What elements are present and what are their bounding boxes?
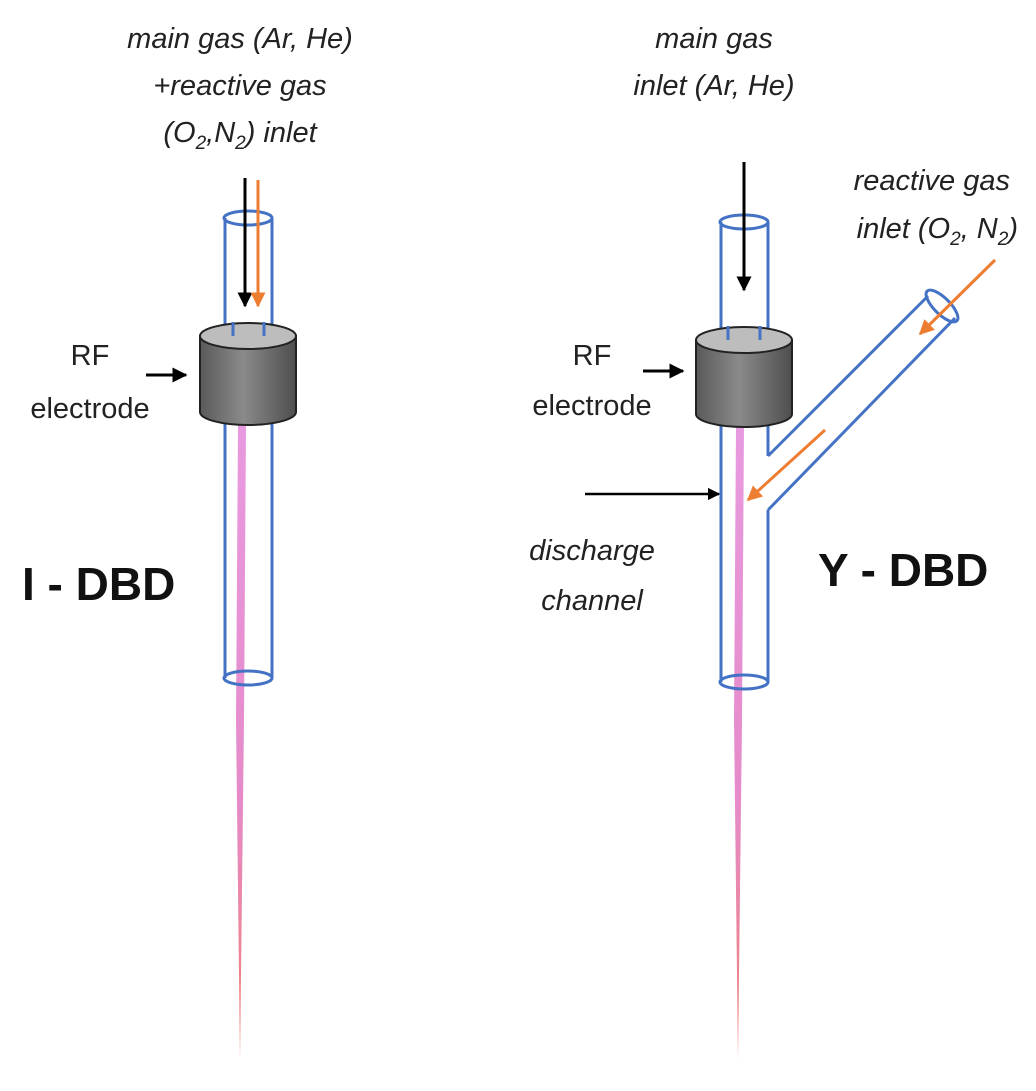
lower-tube-left <box>222 420 274 687</box>
right-rf-label-line1: RF <box>573 340 612 372</box>
left-inlet-label-line3: (O2,N2) inlet <box>163 117 318 154</box>
reactive-gas-arrow-inlet <box>918 258 997 336</box>
right-rf-label-line2: electrode <box>532 390 651 422</box>
left-inlet-label-line2: +reactive gas <box>153 70 326 102</box>
rf-electrode-right <box>695 326 793 428</box>
y-dbd-device <box>585 162 997 1060</box>
lower-tube-right <box>718 420 770 691</box>
right-reactive-inlet-line2: inlet (O2, N2) <box>857 213 1018 250</box>
rf-electrode-left <box>199 322 297 426</box>
right-main-inlet-line1: main gas <box>655 23 773 55</box>
upper-tube-left <box>222 209 274 332</box>
plasma-jet-right <box>734 425 744 1060</box>
left-inlet-label-line1: main gas (Ar, He) <box>127 23 353 55</box>
right-main-inlet-line2: inlet (Ar, He) <box>633 70 794 102</box>
left-rf-label-line2: electrode <box>30 393 149 425</box>
right-title: Y - DBD <box>818 544 988 596</box>
reactive-gas-branch-tube <box>766 288 960 512</box>
right-reactive-inlet-line1: reactive gas <box>854 165 1010 197</box>
left-title: I - DBD <box>22 558 175 610</box>
plasma-jet-left <box>236 425 246 1060</box>
discharge-label-line1: discharge <box>529 535 655 567</box>
reactive-gas-arrow-branch <box>746 428 827 502</box>
left-rf-label-line1: RF <box>71 340 110 372</box>
i-dbd-device <box>146 178 297 1060</box>
discharge-label-line2: channel <box>541 585 644 617</box>
